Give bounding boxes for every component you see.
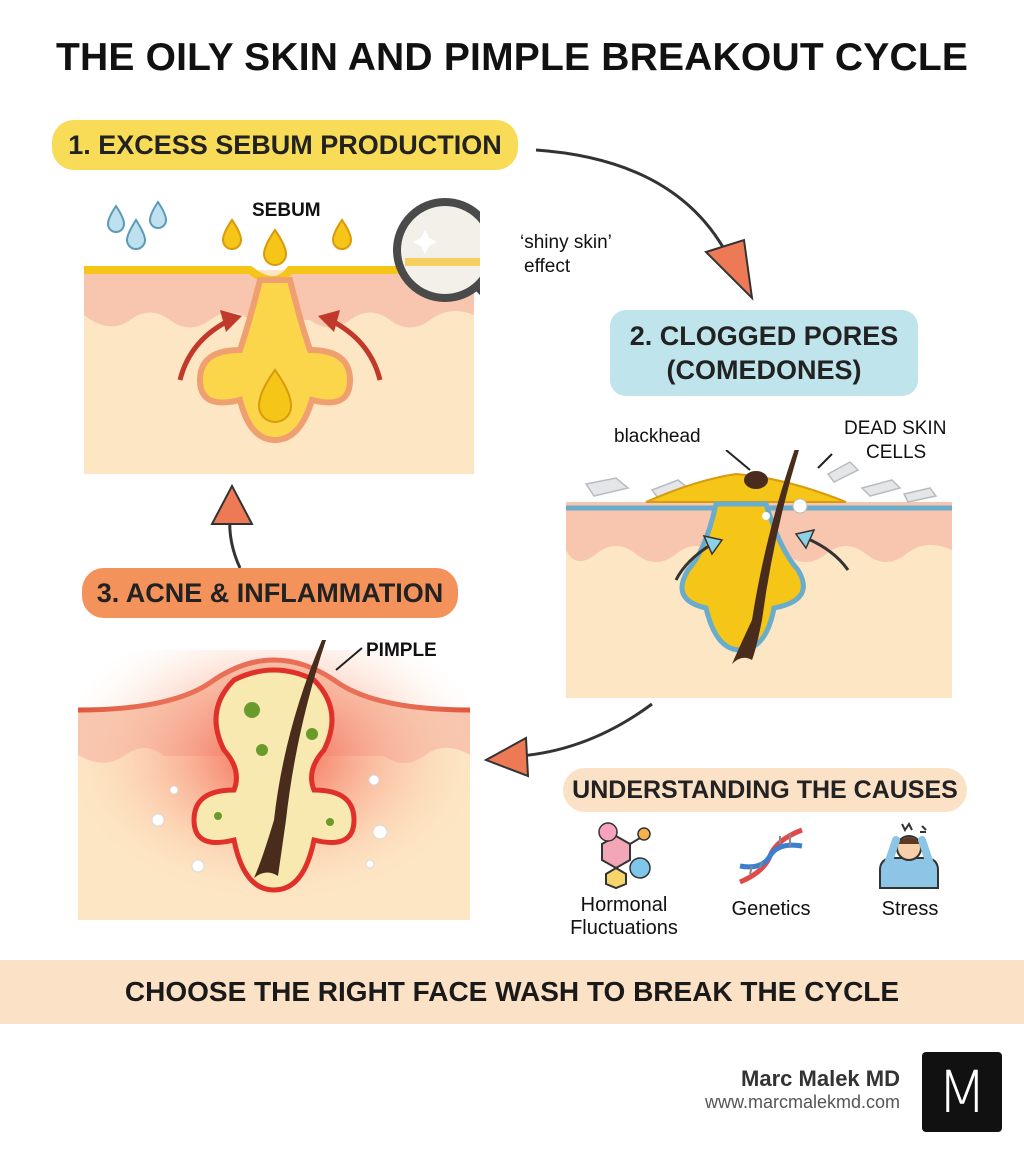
cause-hormonal-line-1: Hormonal xyxy=(580,894,668,916)
stage-1-label: 1. EXCESS SEBUM PRODUCTION xyxy=(52,120,518,170)
call-to-action-banner: CHOOSE THE RIGHT FACE WASH TO BREAK THE … xyxy=(0,960,1024,1024)
dead-skin-cells-label-2: CELLS xyxy=(866,442,927,463)
dead-skin-cells-label-1: DEAD SKIN xyxy=(844,418,947,439)
dead-skin-flakes-icon xyxy=(584,461,938,503)
dna-icon xyxy=(739,827,803,885)
page-title: THE OILY SKIN AND PIMPLE BREAKOUT CYCLE xyxy=(55,36,969,79)
magnifying-glass-icon xyxy=(393,198,480,302)
sebum-label: SEBUM xyxy=(252,200,321,221)
cycle-arrow-3-to-1 xyxy=(210,483,254,569)
shiny-skin-label-1: ‘shiny skin’ xyxy=(520,232,612,253)
stressed-person-icon xyxy=(879,822,939,889)
brand-logo: M xyxy=(922,1052,1002,1132)
pimple-label: PIMPLE xyxy=(366,640,437,661)
cycle-arrow-2-to-3 xyxy=(483,702,653,778)
hormone-molecule-icon xyxy=(598,822,651,890)
cause-stress-label: Stress xyxy=(881,898,939,920)
sebum-flow-arrows xyxy=(177,317,383,381)
sebum-drops-icon xyxy=(221,218,353,266)
bacteria-icon xyxy=(214,702,334,826)
water-drops-icon xyxy=(106,200,168,250)
cycle-arrow-1-to-2 xyxy=(535,148,754,301)
sebum-production-illustration xyxy=(84,198,480,474)
cause-genetics-label: Genetics xyxy=(731,898,811,920)
cause-hormonal-line-2: Fluctuations xyxy=(570,917,678,939)
brand-name: Marc Malek MD xyxy=(741,1066,900,1091)
brand-url[interactable]: www.marcmalekmd.com xyxy=(704,1092,900,1112)
inflamed-pimple-illustration xyxy=(77,640,471,920)
blackhead-label: blackhead xyxy=(614,426,701,447)
stage-3-label: 3. ACNE & INFLAMMATION xyxy=(82,568,458,618)
stage-2-label: 2. CLOGGED PORES (COMEDONES) xyxy=(610,310,918,396)
cause-hormonal-label: Hormonal Fluctuations xyxy=(562,894,686,940)
causes-heading: UNDERSTANDING THE CAUSES xyxy=(563,768,967,812)
shiny-skin-label-2: effect xyxy=(524,256,571,277)
clogged-pore-illustration xyxy=(566,450,952,698)
